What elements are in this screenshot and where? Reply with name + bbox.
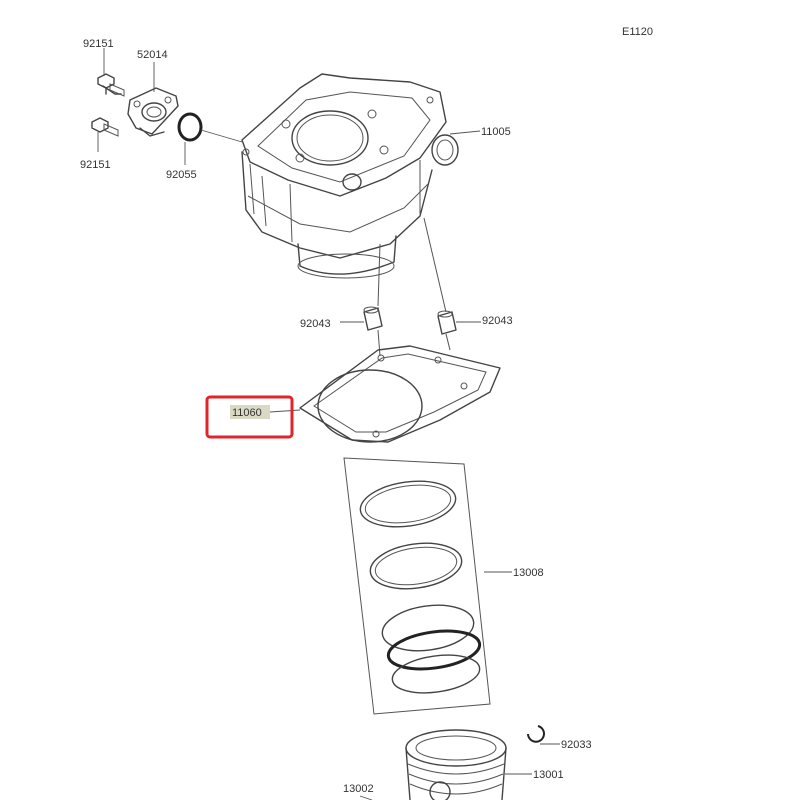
piston-ring-second-icon (369, 542, 463, 590)
piston-icon (405, 729, 507, 800)
label-gasket[interactable]: 11060 (232, 407, 262, 419)
oring-icon (177, 112, 203, 142)
dowel-pin-right-icon (437, 310, 457, 335)
label-dowel-right: 92043 (482, 315, 513, 327)
label-cylinder: 11005 (481, 126, 511, 138)
bolt-upper-icon (97, 73, 125, 97)
piston-ring-set-frame (343, 457, 491, 715)
label-circlip: 92033 (561, 739, 592, 751)
cylinder-block-icon (241, 73, 459, 279)
label-ring-set: 13008 (513, 567, 544, 579)
circlip-icon (527, 725, 545, 743)
water-fitting-icon (127, 87, 179, 137)
oil-ring-icon (381, 604, 482, 694)
bolt-lower-icon (91, 117, 119, 137)
diagram-code: E1120 (622, 26, 653, 38)
label-pin: 13002 (343, 783, 374, 795)
label-bolt-lower: 92151 (80, 159, 111, 171)
cylinder-base-gasket-icon (299, 345, 501, 443)
label-dowel-left: 92043 (300, 318, 331, 330)
label-fitting: 52014 (137, 49, 168, 61)
label-oring: 92055 (166, 169, 197, 181)
label-bolt-upper: 92151 (83, 38, 114, 50)
label-piston: 13001 (533, 769, 564, 781)
dowel-pin-left-icon (363, 306, 383, 331)
part-highlight-box[interactable] (205, 395, 294, 439)
label-gasket-highlight (230, 405, 270, 419)
piston-ring-top-icon (359, 480, 457, 528)
